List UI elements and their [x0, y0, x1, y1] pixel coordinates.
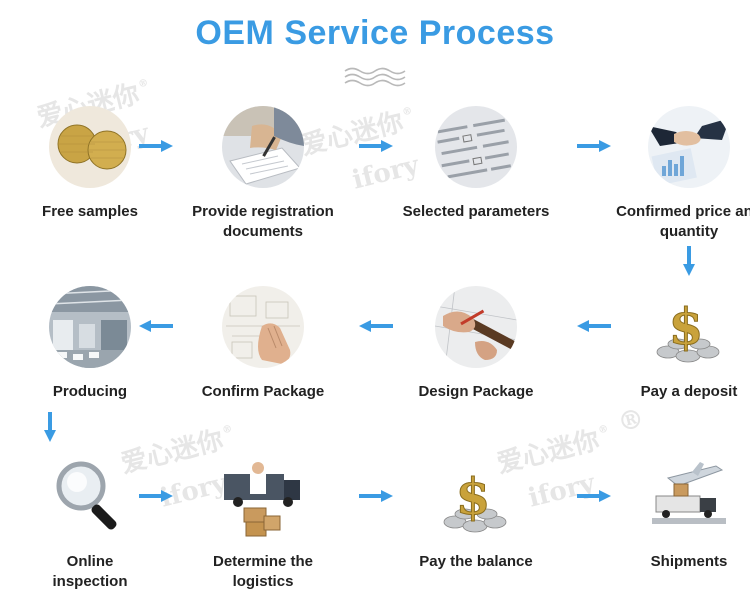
flow-arrow-right-icon	[139, 490, 173, 502]
handshake-icon	[648, 106, 730, 188]
step-label: Provide registration documents	[192, 203, 334, 240]
step-label: Free samples	[42, 203, 138, 220]
flow-arrow-down-icon	[44, 412, 56, 442]
flow-arrow-right-icon	[359, 490, 393, 502]
magnifying-glass-icon	[49, 456, 131, 538]
blueprint-hand-icon	[222, 286, 304, 368]
drafting-hand-icon	[435, 286, 517, 368]
flow-arrow-down-icon	[683, 246, 695, 276]
courier-truck-icon	[222, 456, 304, 538]
step-label: Pay a deposit	[640, 383, 738, 400]
flow-arrow-right-icon	[577, 490, 611, 502]
step-label: Determine the logistics	[212, 553, 314, 590]
watermark: 爱心迷你®	[298, 105, 414, 162]
step-label: Design Package	[418, 383, 534, 400]
step-label: Confirmed price and quantity	[616, 203, 750, 240]
dollar-sign-icon: $	[648, 286, 730, 368]
dollar-sign-icon: $	[435, 456, 517, 538]
flow-arrow-right-icon	[139, 140, 173, 152]
step-label: Producing	[52, 383, 128, 400]
flow-arrow-left-icon	[577, 320, 611, 332]
watermark: ®	[614, 403, 648, 439]
factory-icon	[49, 286, 131, 368]
step-label: Confirm Package	[201, 383, 325, 400]
flow-arrow-right-icon	[359, 140, 393, 152]
step-label: Shipments	[650, 553, 728, 570]
svg-text:$: $	[456, 467, 491, 526]
page-title: OEM Service Process	[195, 14, 555, 52]
watermark: ifory	[349, 150, 422, 196]
step-label: Pay the balance	[419, 553, 533, 570]
flow-arrow-right-icon	[577, 140, 611, 152]
flow-arrow-left-icon	[359, 320, 393, 332]
signing-documents-icon	[222, 106, 304, 188]
freight-transport-icon	[648, 456, 730, 538]
flow-arrow-left-icon	[139, 320, 173, 332]
step-label: Online inspection	[52, 553, 128, 590]
svg-text:$: $	[669, 297, 704, 356]
parameter-form-icon	[435, 106, 517, 188]
gold-mesh-samples-icon	[49, 106, 131, 188]
step-label: Selected parameters	[402, 203, 550, 220]
wave-divider-icon	[344, 67, 406, 87]
